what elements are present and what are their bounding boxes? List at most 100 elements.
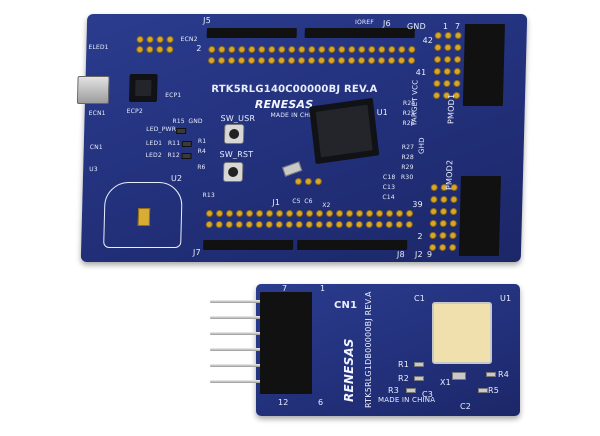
- label-r11: R11: [167, 140, 181, 147]
- label-pmod-x1: X1: [440, 378, 451, 387]
- pmod-resistor-r1: [414, 362, 424, 367]
- label-u1: U1: [376, 108, 389, 117]
- pmod2-header: [458, 176, 502, 256]
- main-part-number: RTK5RLG140C00000BJ REV.A: [211, 84, 378, 95]
- label-r30: R30: [400, 174, 414, 181]
- main-renesas-logo: RENESAS: [254, 98, 314, 111]
- label-pmod-r3: R3: [388, 386, 400, 395]
- label-led1: LED1: [145, 140, 163, 147]
- label-j6: J6: [382, 19, 391, 28]
- label-c13: C13: [382, 184, 396, 191]
- reset-button[interactable]: [222, 162, 244, 182]
- main-evaluation-board: J5 J6 IOREF GND 42 41 2 ECN2 ELED1 ECN1 …: [76, 14, 528, 262]
- label-pmod-cn1: CN1: [334, 300, 358, 311]
- label-ecp1: ECP1: [165, 92, 182, 99]
- buzzer-pad: [137, 208, 151, 226]
- label-c14: C14: [382, 194, 395, 201]
- pmod-renesas-logo: RENESAS: [342, 338, 356, 402]
- label-pmod-r5: R5: [488, 386, 500, 395]
- label-j5: J5: [202, 16, 212, 25]
- user-button[interactable]: [223, 124, 245, 144]
- emulator-mcu-chip: [128, 74, 158, 102]
- pmod-part-number: RTK5RLG1DB00000BJ REV.A: [364, 291, 373, 408]
- label-j2: J2: [414, 250, 423, 259]
- pmod-wifi-board: 7 1 12 6 CN1 RTK5RLG1DB00000BJ REV.A REN…: [210, 284, 520, 416]
- bottom-pin-rows: [205, 210, 414, 228]
- header-j5: [206, 28, 297, 38]
- label-pmod1-pin1: 1: [442, 22, 449, 31]
- label-pin-42: 42: [422, 36, 434, 45]
- x2-pins: [294, 178, 322, 185]
- label-pmod-r4: R4: [498, 370, 510, 379]
- label-pmod-pin1: 1: [320, 284, 326, 293]
- label-pmod-c3: C3: [422, 390, 434, 399]
- label-r29: R29: [401, 164, 414, 171]
- header-j8: [297, 240, 408, 250]
- led-pwr-led: [176, 128, 187, 134]
- usb-connector[interactable]: [76, 76, 110, 104]
- label-sw-usr: SW_USR: [220, 114, 256, 123]
- label-c5: C5: [292, 198, 301, 205]
- pmod-cn1-header: [260, 292, 312, 394]
- label-pmod-pin12: 12: [278, 398, 289, 407]
- label-u2: U2: [170, 174, 183, 183]
- label-ghd: GHD: [417, 137, 427, 154]
- top-pin-rows: [207, 46, 416, 64]
- label-pmod1: PMOD1: [446, 93, 457, 124]
- label-r6: R6: [197, 164, 206, 171]
- pmod-resistor-r2: [414, 376, 424, 381]
- pmod1-pins: [433, 32, 462, 99]
- label-pmod-pin7: 7: [282, 284, 288, 293]
- label-target-vcc: TARGET VCC: [410, 79, 420, 126]
- label-pmod-r1: R1: [398, 360, 410, 369]
- label-pin-2-bottom: 2: [417, 232, 423, 241]
- label-r15: R15: [172, 118, 185, 125]
- header-j6: [304, 28, 415, 38]
- label-pmod-pin6: 6: [318, 398, 324, 407]
- label-pmod-c1: C1: [414, 294, 426, 303]
- crystal-x2: [282, 161, 303, 177]
- led1-led: [181, 141, 192, 147]
- label-j1: J1: [272, 198, 281, 207]
- label-r28: R28: [401, 154, 414, 161]
- label-j8: J8: [396, 250, 405, 259]
- label-c6: C6: [304, 198, 313, 205]
- main-mcu-chip: [309, 97, 380, 165]
- label-pmod-c2: C2: [460, 402, 472, 411]
- label-gnd-top: GND: [406, 22, 426, 31]
- label-pin-2-top: 2: [196, 44, 202, 53]
- label-gnd-mid: GND: [188, 118, 203, 125]
- pmod-crystal-x1: [452, 372, 466, 380]
- label-ecn2: ECN2: [180, 36, 198, 43]
- label-ecp2: ECP2: [126, 108, 144, 115]
- label-pin-9: 9: [426, 250, 433, 259]
- label-u3: U3: [89, 166, 98, 173]
- label-pmod2: PMOD2: [444, 159, 455, 190]
- label-led2: LED2: [145, 152, 163, 159]
- label-pin-39: 39: [412, 200, 423, 209]
- label-r13: R13: [202, 192, 215, 199]
- emulator-pin-header: [136, 36, 174, 53]
- pmod-made-in-china: MADE IN CHINA: [378, 396, 436, 404]
- label-r4: R4: [197, 148, 207, 155]
- label-ecn1: ECN1: [88, 110, 106, 117]
- label-led-pwr: LED_PWR: [146, 126, 177, 133]
- label-r27: R27: [401, 144, 415, 151]
- label-sw-rst: SW_RST: [219, 150, 254, 159]
- label-x2: X2: [322, 202, 331, 209]
- wifi-module-u1: [432, 302, 492, 364]
- pmod-resistor-r4: [486, 372, 496, 377]
- label-pmod-r2: R2: [398, 374, 410, 383]
- label-pmod1-pin7: 7: [454, 22, 461, 31]
- pmod2-pins: [429, 184, 458, 251]
- pmod-resistor-r3: [406, 388, 416, 393]
- label-eled1: ELED1: [88, 44, 109, 51]
- label-j7: J7: [192, 248, 201, 257]
- label-pmod-u1: U1: [500, 294, 512, 303]
- pmod-resistor-r5: [478, 388, 488, 393]
- label-r1: R1: [197, 138, 207, 145]
- led2-led: [181, 153, 192, 159]
- label-ioref: IOREF: [354, 19, 375, 26]
- label-pin-41: 41: [415, 68, 427, 77]
- label-c18: C18: [382, 174, 396, 181]
